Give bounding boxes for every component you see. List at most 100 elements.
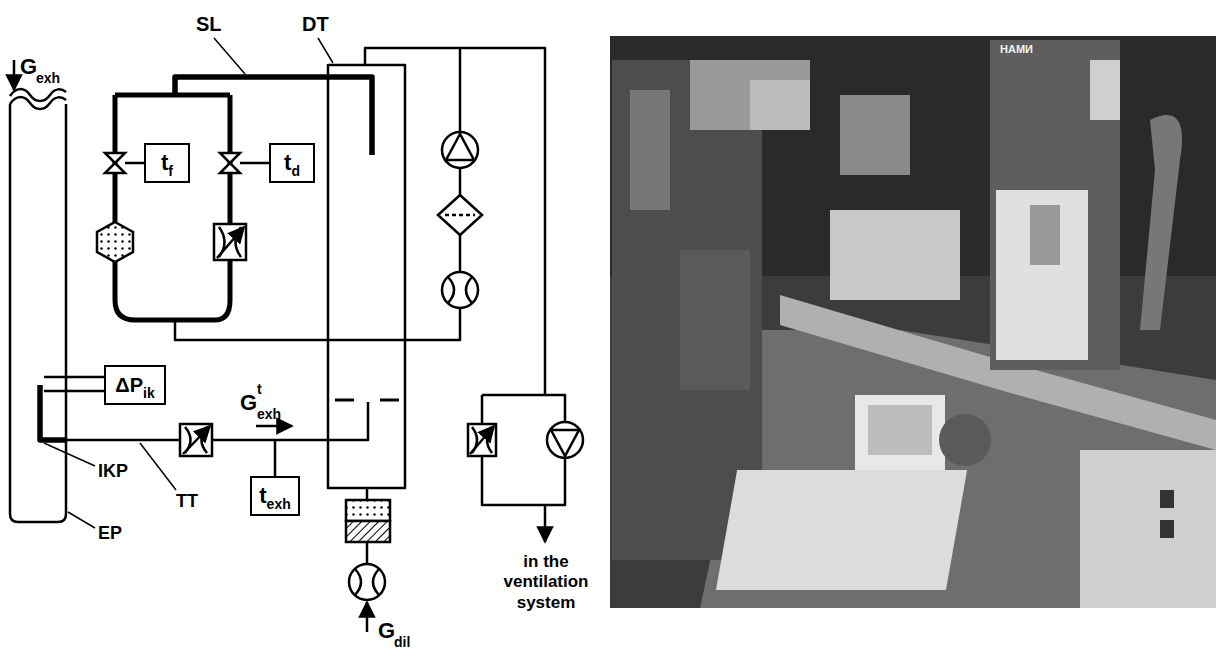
sample-line [459, 48, 462, 132]
part-name: TT [176, 492, 198, 510]
pump-symbol [551, 430, 579, 456]
filter-symbol [97, 222, 133, 262]
temperature-sensor: td [269, 143, 315, 183]
valve-stem [125, 162, 144, 165]
flowmeter-symbol [442, 272, 478, 308]
temperature-sensor: tf [144, 143, 190, 183]
subscript-text: exh [36, 71, 60, 85]
pressure-line [44, 390, 104, 393]
orifice-symbol [214, 224, 246, 260]
symbols [97, 132, 583, 600]
part-name: DT [302, 13, 329, 35]
orifice-plate [380, 399, 399, 402]
leader-line [44, 443, 95, 466]
flow-symbol: G [240, 392, 257, 414]
part-name: EP [98, 523, 122, 543]
exhaust-pipe [10, 104, 66, 522]
pump-symbol [547, 422, 583, 458]
part-name: EP [98, 524, 122, 542]
subscript-text: exh [267, 496, 291, 512]
filter-symbol [346, 521, 390, 542]
node-text: td [284, 152, 300, 174]
pressure-sensor: ΔPik [104, 365, 166, 405]
orifice-symbol [180, 424, 212, 456]
subscript-text: exh [257, 407, 281, 421]
symbol-text: t [284, 150, 291, 175]
test-bench-photo [610, 36, 1216, 608]
symbol-text: t [259, 483, 266, 508]
subscript-text: ik [143, 385, 155, 401]
valve-symbol [105, 153, 125, 173]
cabinet-marking: НАМИ [1000, 43, 1033, 55]
superscript-text: t [257, 381, 262, 397]
part-name: DT [302, 14, 329, 34]
valve-symbol [220, 153, 240, 173]
flow-arrow [544, 505, 547, 542]
orifice-symbol [217, 227, 244, 258]
leader-line [140, 443, 176, 490]
pump-symbol [442, 132, 478, 168]
pressure-line [44, 376, 104, 379]
part-name: SL [196, 13, 222, 35]
symbol-text: ΔP [115, 374, 143, 396]
orifice-plate [335, 399, 354, 402]
flowmeter-symbol [448, 277, 472, 303]
flow-arrow [366, 602, 369, 632]
leader-line [214, 38, 245, 74]
pump-symbol [446, 134, 474, 160]
flow-symbol: G [20, 56, 37, 78]
filter-symbol [445, 214, 475, 217]
part-name: IKP [98, 461, 128, 481]
outlet-note: in the ventilation system [503, 552, 588, 612]
sample-line [459, 235, 462, 272]
sensor-line [274, 440, 277, 476]
sample-line [175, 308, 460, 340]
exhaust-line [365, 48, 545, 395]
isokinetic-probe [40, 385, 66, 440]
cabinet-marking: НАМИ [1000, 44, 1033, 55]
symbol-text: t [161, 150, 168, 175]
flowmeter-symbol [349, 564, 385, 600]
wires [10, 38, 565, 632]
part-name: SL [196, 14, 222, 34]
orifice-symbol [183, 426, 210, 454]
flowmeter-symbol [355, 569, 379, 595]
sample-line [459, 168, 462, 195]
air-line [366, 542, 369, 564]
flow-symbol: G [20, 54, 37, 79]
node-text: texh [259, 485, 290, 507]
flow-arrow [256, 425, 292, 428]
subscript-text: d [291, 163, 300, 179]
filter-symbol [438, 195, 482, 235]
flow-symbol: G [378, 620, 395, 642]
filter-symbol [346, 500, 390, 521]
sample-line [115, 93, 230, 98]
flow-arrow [13, 60, 16, 90]
part-name: TT [176, 491, 198, 511]
pipe-break [10, 89, 66, 101]
air-line [366, 488, 369, 500]
outlet-note: in the ventilation system [495, 552, 597, 613]
subscript-text: f [168, 163, 173, 179]
subscript-text: exh [36, 70, 60, 86]
orifice-symbol [468, 424, 496, 456]
temperature-sensor: texh [250, 476, 300, 516]
dilution-tunnel [328, 65, 405, 488]
transfer-tube [66, 439, 180, 442]
sample-line [115, 95, 230, 320]
part-name: IKP [98, 462, 128, 480]
subscript-text: exh [257, 406, 281, 422]
flow-symbol: G [378, 618, 395, 643]
subscript-text: dil [394, 635, 410, 649]
superscript-text: t [257, 382, 262, 396]
orifice-symbol [470, 426, 494, 454]
node-text: ΔPik [115, 375, 154, 395]
subscript-text: dil [394, 634, 410, 650]
leader-line [318, 38, 333, 63]
transfer-tube [212, 402, 368, 440]
valve-stem [240, 162, 269, 165]
leader-line [68, 512, 95, 528]
flow-symbol: G [240, 390, 257, 415]
